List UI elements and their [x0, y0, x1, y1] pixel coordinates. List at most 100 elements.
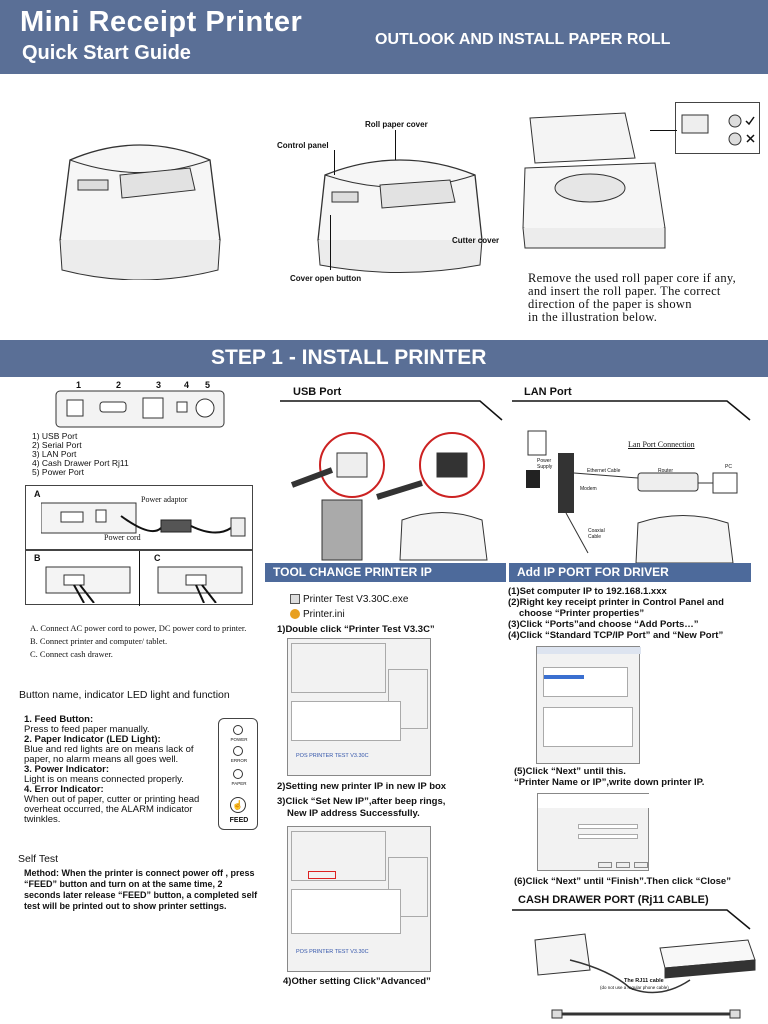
- port-number: 1: [76, 380, 82, 390]
- paper-indicator-name: 2. Paper Indicator (LED Light):: [24, 734, 161, 745]
- usb-underline: [280, 400, 503, 421]
- port-list-item: 1) USB Port: [32, 431, 78, 441]
- ini-file-icon: [290, 609, 300, 620]
- add-ip-step: (1)Set computer IP to 192.168.1.xxx: [508, 586, 667, 597]
- drawer-connection-drawing: [157, 566, 243, 603]
- error-indicator-desc: When out of paper, cutter or printing he…: [24, 794, 200, 825]
- add-port-wizard-window: [537, 793, 650, 871]
- label-modem: Modem: [580, 486, 597, 492]
- port-list-item: 3) LAN Port: [32, 449, 77, 459]
- connection-diagram-bc: B C: [25, 550, 253, 606]
- port-number: 5: [205, 380, 211, 390]
- step1-bar: STEP 1 - INSTALL PRINTER: [0, 340, 768, 377]
- lan-title: LAN Port: [524, 386, 572, 398]
- add-ip-steps: (1)Set computer IP to 192.168.1.xxx (2)R…: [508, 586, 724, 641]
- cash-drawer-underline: [512, 909, 751, 930]
- exe-file-name: Printer Test V3.30C.exe: [303, 594, 409, 605]
- port-list-item: 4) Cash Drawer Port Rj11: [32, 458, 129, 468]
- button-function-list: 1. Feed Button: Press to feed paper manu…: [24, 715, 220, 825]
- instruction-line: A. Connect AC power cord to power, DC po…: [30, 623, 247, 633]
- usb-connection-illustration: [290, 432, 488, 561]
- paper-note-line: Remove the used roll paper core if any,: [528, 271, 737, 285]
- usb-title: USB Port: [293, 386, 342, 398]
- feed-button-name: 1. Feed Button:: [24, 714, 94, 725]
- port-list-item: 2) Serial Port: [32, 440, 82, 450]
- label-roll-paper-cover: Roll paper cover: [365, 120, 428, 129]
- label-power-cord: Power cord: [104, 533, 141, 542]
- cash-drawer-title: CASH DRAWER PORT (Rj11 CABLE): [518, 894, 709, 906]
- tool-title: TOOL CHANGE PRINTER IP: [265, 563, 506, 582]
- printer-test-window-2: POS PRINTER TEST V3.30C: [287, 826, 431, 972]
- printer-ports-window: [536, 646, 641, 764]
- step1-title: STEP 1 - INSTALL PRINTER: [211, 346, 487, 369]
- port-number: 2: [116, 380, 122, 390]
- instruction-line: B. Connect printer and computer/ tablet.: [30, 636, 168, 646]
- panel-label-power: POWER: [230, 737, 248, 742]
- header-section-title: OUTLOOK AND INSTALL PAPER ROLL: [375, 31, 671, 48]
- file-item: Printer Test V3.30C.exe: [290, 594, 408, 605]
- cash-drawer-illustration: [534, 933, 756, 1019]
- app-title: POS PRINTER TEST V3.30C: [296, 753, 369, 759]
- label-ethernet-cable: Ethernet Cable: [587, 468, 621, 474]
- power-connection-drawing: [41, 502, 246, 537]
- label-pc: PC: [725, 464, 732, 470]
- add-ip-step: (2)Right key receipt printer in Control …: [508, 597, 724, 608]
- paper-indicator-desc: Blue and red lights are on means lack of…: [24, 744, 194, 765]
- label-router: Router: [658, 468, 674, 474]
- paper-note-line: direction of the paper is shown: [528, 297, 692, 311]
- feed-button-desc: Press to feed paper manually.: [24, 724, 150, 735]
- add-ip-step: (3)Click “Ports”and choose “Add Ports…”: [508, 619, 699, 630]
- add-ip-step5b: “Printer Name or IP”,write down printer …: [514, 777, 705, 788]
- panel-label-paper: PAPER: [231, 781, 247, 786]
- self-test-title: Self Test: [18, 853, 59, 865]
- self-test-desc: Method: When the printer is connect powe…: [24, 868, 258, 911]
- open-printer-illustration: [522, 112, 666, 249]
- printer-illustration: [59, 144, 221, 280]
- add-ip-step: (4)Click “Standard TCP/IP Port” and “New…: [508, 630, 724, 641]
- header-subtitle: Quick Start Guide: [22, 42, 191, 64]
- error-indicator-name: 4. Error Indicator:: [24, 784, 104, 795]
- file-item: Printer.ini: [290, 609, 345, 620]
- tool-step3b: New IP address Successfully.: [287, 808, 420, 819]
- tool-step3a: 3)Click “Set New IP”,after beep rings,: [277, 796, 446, 807]
- connection-diagram-a: A Power adaptor Power cord: [25, 485, 253, 550]
- rj11-cable-note: (do not use a regular phone cable): [600, 985, 669, 990]
- add-ip-title: Add IP PORT FOR DRIVER: [509, 563, 751, 582]
- paper-note: Remove the used roll paper core if any, …: [528, 272, 736, 324]
- rj11-cable-label: The RJ11 cable: [624, 978, 664, 984]
- exe-file-icon: [290, 594, 300, 605]
- port-number: 3: [156, 380, 162, 390]
- header-bar: Mini Receipt Printer Quick Start Guide O…: [0, 0, 768, 74]
- power-indicator-name: 3. Power Indicator:: [24, 764, 109, 775]
- power-led-icon: [233, 725, 243, 735]
- lan-diagram-title: Lan Port Connection: [628, 440, 695, 449]
- header-title: Mini Receipt Printer: [20, 6, 303, 38]
- diagram-label-a: A: [34, 489, 41, 499]
- ini-file-name: Printer.ini: [303, 609, 345, 620]
- connection-instructions: A. Connect AC power cord to power, DC po…: [30, 622, 246, 661]
- tool-step4: 4)Other setting Click”Advanced”: [283, 976, 431, 987]
- label-power-supply: Power Supply: [537, 458, 553, 470]
- add-ip-step6: (6)Click “Next” until “Finish”.Then clic…: [514, 876, 731, 887]
- lan-underline: [512, 400, 751, 421]
- feed-button-icon: ☝: [230, 797, 246, 813]
- port-list: 1) USB Port 2) Serial Port 3) LAN Port 4…: [32, 432, 129, 477]
- rear-ports-illustration: [55, 390, 225, 428]
- add-ip-step5a: (5)Click “Next” until this.: [514, 766, 626, 777]
- paper-note-line: in the illustration below.: [528, 310, 658, 324]
- diagram-label-c: C: [154, 553, 161, 563]
- printer-test-window-1: POS PRINTER TEST V3.30C: [287, 638, 431, 776]
- printer-labeled-illustration: [317, 159, 483, 273]
- label-control-panel: Control panel: [277, 141, 329, 150]
- button-section-title: Button name, indicator LED light and fun…: [19, 689, 230, 701]
- port-list-item: 5) Power Port: [32, 467, 84, 477]
- label-cutter-cover: Cutter cover: [452, 236, 500, 245]
- paper-led-icon: [233, 769, 243, 779]
- paper-note-line: and insert the roll paper. The correct: [528, 284, 721, 298]
- add-ip-step: choose “Printer properties”: [519, 608, 645, 619]
- label-coaxial-cable: Coaxial Cable: [588, 528, 605, 540]
- lan-connection-illustration: [526, 430, 738, 564]
- app-title: POS PRINTER TEST V3.30C: [296, 949, 369, 955]
- label-cover-open-button: Cover open button: [290, 274, 362, 283]
- usb-connection-drawing: [45, 566, 131, 603]
